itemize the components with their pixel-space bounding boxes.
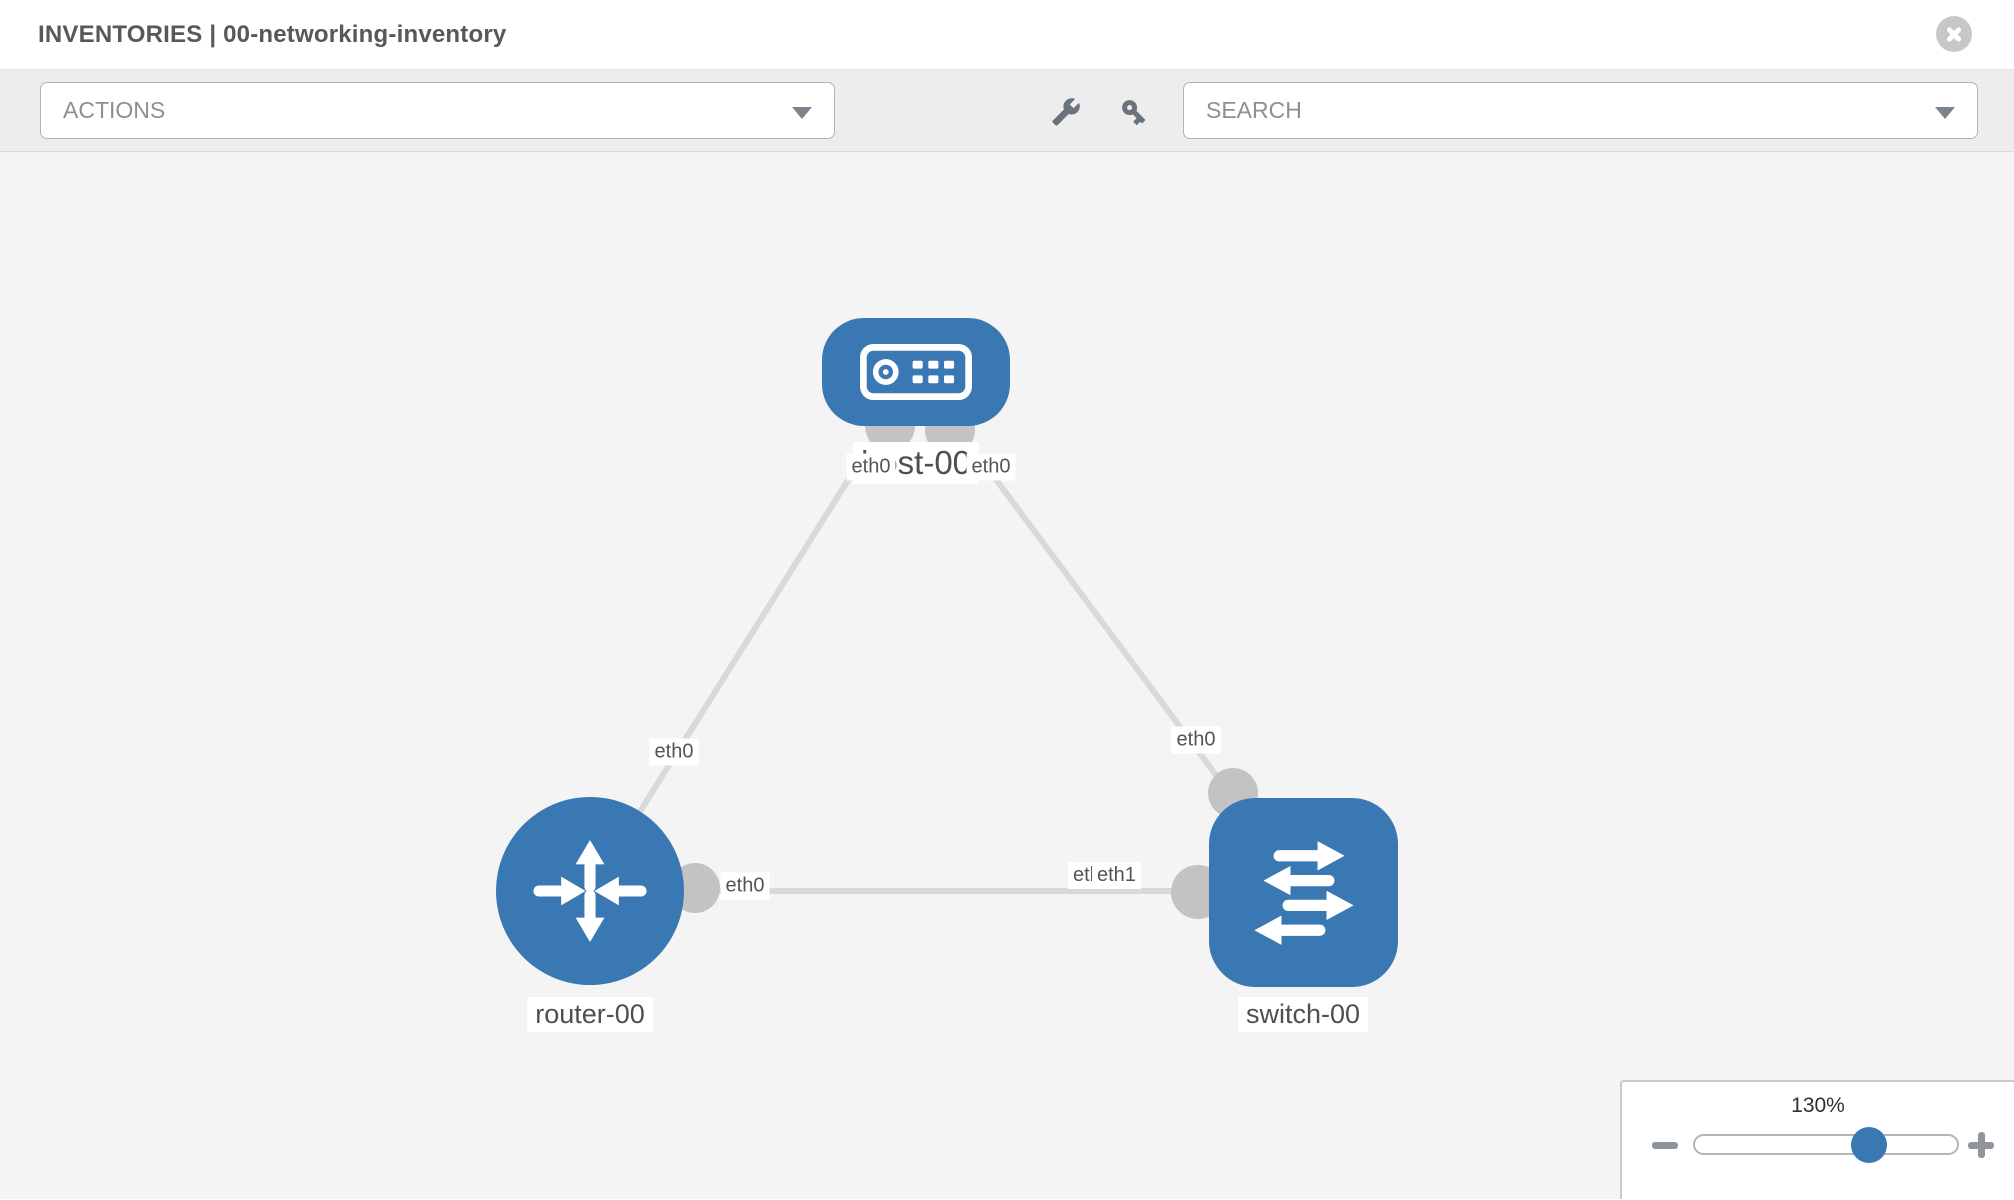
search-dropdown-label: SEARCH	[1206, 97, 1302, 123]
wrench-button[interactable]	[1048, 94, 1084, 130]
zoom-level-value: 130%	[1791, 1094, 1845, 1117]
zoom-slider[interactable]	[1693, 1127, 1959, 1163]
header: INVENTORIES | 00-networking-inventory	[0, 0, 2014, 70]
interface-label-switch-eth0-top: eth0	[1171, 726, 1221, 754]
toolbar: ACTIONS SEARCH	[0, 70, 2014, 152]
wrench-icon	[1052, 98, 1080, 126]
node-switch-00[interactable]	[1209, 798, 1398, 987]
minus-icon	[1652, 1142, 1678, 1149]
page-title: INVENTORIES | 00-networking-inventory	[38, 20, 507, 48]
zoom-in-button[interactable]	[1968, 1132, 1994, 1158]
plus-icon	[1978, 1132, 1985, 1158]
key-icon	[1122, 100, 1146, 126]
topology-links-layer	[587, 370, 1306, 919]
router-arrows-icon	[533, 839, 647, 943]
zoom-out-button[interactable]	[1652, 1137, 1678, 1153]
interface-label-host-eth0-right: eth0	[966, 453, 1016, 481]
switch-arrows-icon	[1253, 840, 1354, 945]
interface-label-router-eth0-link: eth0	[720, 872, 770, 900]
zoom-panel: 130%	[1620, 1080, 2014, 1199]
zoom-slider-knob[interactable]	[1851, 1127, 1887, 1163]
interface-label-host-eth0-left: eth0	[846, 453, 896, 481]
actions-dropdown-label: ACTIONS	[63, 97, 166, 123]
chevron-down-icon	[792, 107, 812, 119]
key-button[interactable]	[1116, 94, 1152, 130]
server-icon	[860, 344, 972, 400]
chevron-down-icon	[1935, 107, 1955, 119]
interface-label-switch-overlap: eth0 eth1	[1068, 862, 1188, 892]
search-dropdown[interactable]: SEARCH	[1183, 82, 1978, 139]
interface-label-switch-eth1: eth1	[1092, 862, 1141, 889]
close-icon[interactable]	[1936, 16, 1972, 52]
node-host-00[interactable]	[822, 318, 1010, 426]
actions-dropdown[interactable]: ACTIONS	[40, 82, 835, 139]
node-router-00[interactable]	[496, 797, 684, 985]
node-label-router-00: router-00	[527, 997, 653, 1032]
topology-canvas[interactable]: host-00 router-00 switch-00 eth0 eth0 et…	[0, 152, 2014, 1199]
interface-label-router-eth0-top: eth0	[649, 738, 699, 766]
node-label-switch-00: switch-00	[1237, 997, 1369, 1032]
